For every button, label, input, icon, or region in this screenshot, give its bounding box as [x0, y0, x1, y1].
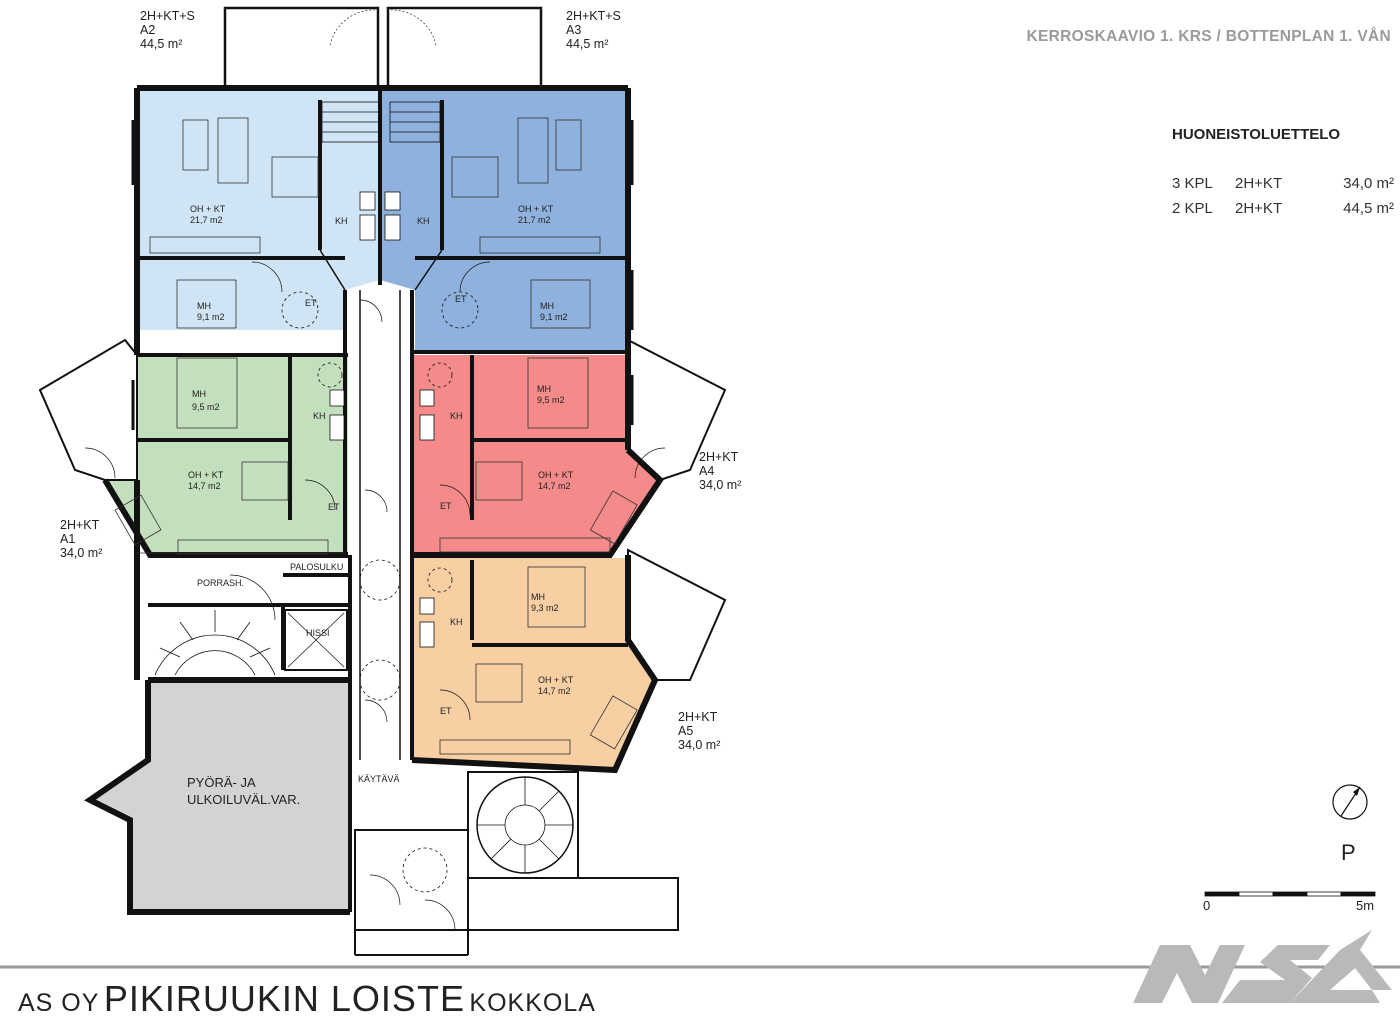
apartment-a1-area [105, 355, 348, 555]
a5-mh-area: 9,3 m2 [531, 603, 559, 613]
entrance-structures [354, 771, 679, 956]
unit-a1-type: 2H+KT [60, 518, 100, 532]
unit-a5-label: 2H+KT A5 34,0 m² [678, 710, 720, 752]
row-area: 34,0 m² [1343, 175, 1394, 192]
a4-mh-area: 9,5 m2 [537, 395, 565, 405]
a3-mh-label: MH [540, 301, 554, 311]
footer-name: PIKIRUUKIN LOISTE [103, 978, 465, 1019]
a1-oh-label: OH + KT [188, 470, 224, 480]
scale-bar-segment [1272, 891, 1308, 897]
a2-oh-label: OH + KT [190, 204, 226, 214]
a2-et-label: ET [305, 298, 317, 308]
page-title: KERROSKAAVIO 1. KRS / BOTTENPLAN 1. VÅN [1026, 28, 1391, 45]
a5-et-label: ET [440, 706, 452, 716]
unit-a5-id: A5 [678, 724, 694, 738]
a3-kh-label: KH [417, 216, 430, 226]
scale-bar-segment [1306, 891, 1342, 897]
a1-et-label: ET [328, 502, 340, 512]
hissi-label: HISSI [306, 628, 330, 638]
unit-a3-label: 2H+KT+S A3 44,5 m² [566, 9, 621, 51]
unit-a1-label: 2H+KT A1 34,0 m² [60, 518, 102, 560]
a3-oh-area: 21,7 m2 [518, 215, 551, 225]
scale-start-label: 0 [1203, 898, 1211, 913]
unit-a3-area: 44,5 m² [566, 37, 609, 51]
scale-bar-segment [1340, 891, 1376, 897]
north-arrow-icon [1332, 784, 1368, 820]
balcony-a3 [386, 6, 543, 90]
unit-a4-id: A4 [699, 464, 715, 478]
a1-oh-area: 14,7 m2 [188, 481, 221, 491]
scale-bar [1204, 891, 1376, 897]
row-count: 3 KPL [1172, 175, 1213, 192]
unit-a2-label: 2H+KT+S A2 44,5 m² [140, 9, 195, 51]
unit-a2-id: A2 [140, 23, 156, 37]
a5-oh-area: 14,7 m2 [538, 686, 571, 696]
unit-a4-label: 2H+KT A4 34,0 m² [699, 450, 741, 492]
row-type: 2H+KT [1235, 175, 1283, 192]
balcony-a2 [223, 6, 380, 90]
a2-mh-label: MH [197, 301, 211, 311]
a2-kh-label: KH [335, 216, 348, 226]
porrash-label: PORRASH. [197, 578, 244, 588]
a2-mh-area: 9,1 m2 [197, 312, 225, 322]
nsa-logo [1133, 930, 1392, 1003]
a5-mh-label: MH [531, 592, 545, 602]
a1-mh-label: MH [192, 389, 206, 399]
spiral-stair-lower-right [476, 776, 574, 874]
kaytava-label: KÄYTÄVÄ [358, 774, 400, 784]
a4-oh-label: OH + KT [538, 470, 574, 480]
footer-title: AS OY PIKIRUUKIN LOISTE KOKKOLA [18, 978, 596, 1020]
apartment-list-title: HUONEISTOLUETTELO [1172, 126, 1341, 143]
a3-mh-area: 9,1 m2 [540, 312, 568, 322]
spiral-stair-upper-left [154, 610, 276, 676]
upper-stairs [321, 101, 441, 143]
a1-kh-label: KH [313, 411, 326, 421]
a4-mh-label: MH [537, 384, 551, 394]
unit-a4-area: 34,0 m² [699, 478, 742, 492]
room-labels: OH + KT 21,7 m2 OH + KT 21,7 m2 MH 9,1 m… [187, 204, 574, 807]
unit-a5-area: 34,0 m² [678, 738, 721, 752]
unit-a3-id: A3 [566, 23, 582, 37]
north-label: P [1341, 840, 1356, 865]
a5-kh-label: KH [450, 617, 463, 627]
a3-oh-label: OH + KT [518, 204, 554, 214]
a4-et-label: ET [440, 501, 452, 511]
storage-room-area [90, 680, 350, 912]
furniture [114, 117, 638, 755]
a3-et-label: ET [455, 294, 467, 304]
row-count: 2 KPL [1172, 200, 1213, 217]
unit-a2-type: 2H+KT+S [140, 9, 195, 23]
scale-bar-segment [1238, 891, 1274, 897]
door-swings [84, 261, 666, 931]
a5-oh-label: OH + KT [538, 675, 574, 685]
unit-a1-id: A1 [60, 532, 76, 546]
apartment-a4-area [412, 355, 660, 555]
footer-city: KOKKOLA [469, 989, 596, 1017]
balcony-a1 [38, 338, 138, 481]
outer-walls [84, 85, 664, 915]
storage-label-line2: ULKOILUVÄL.VAR. [187, 792, 300, 807]
unit-a5-type: 2H+KT [678, 710, 718, 724]
unit-a4-type: 2H+KT [699, 450, 739, 464]
apartment-a5-area [412, 558, 655, 770]
unit-a2-area: 44,5 m² [140, 37, 183, 51]
footer-prefix: AS OY [18, 989, 100, 1017]
bathroom-fixtures [329, 191, 435, 648]
unit-a3-type: 2H+KT+S [566, 9, 621, 23]
row-area: 44,5 m² [1343, 200, 1394, 217]
scale-bar-segment [1204, 891, 1240, 897]
row-type: 2H+KT [1235, 200, 1283, 217]
palosulku-label: PALOSULKU [290, 562, 343, 572]
unit-a1-area: 34,0 m² [60, 546, 103, 560]
a1-mh-area: 9,5 m2 [192, 402, 220, 412]
scale-end-label: 5m [1356, 898, 1375, 913]
storage-label-line1: PYÖRÄ- JA [187, 775, 256, 790]
a4-oh-area: 14,7 m2 [538, 481, 571, 491]
a4-kh-label: KH [450, 411, 463, 421]
a2-oh-area: 21,7 m2 [190, 215, 223, 225]
